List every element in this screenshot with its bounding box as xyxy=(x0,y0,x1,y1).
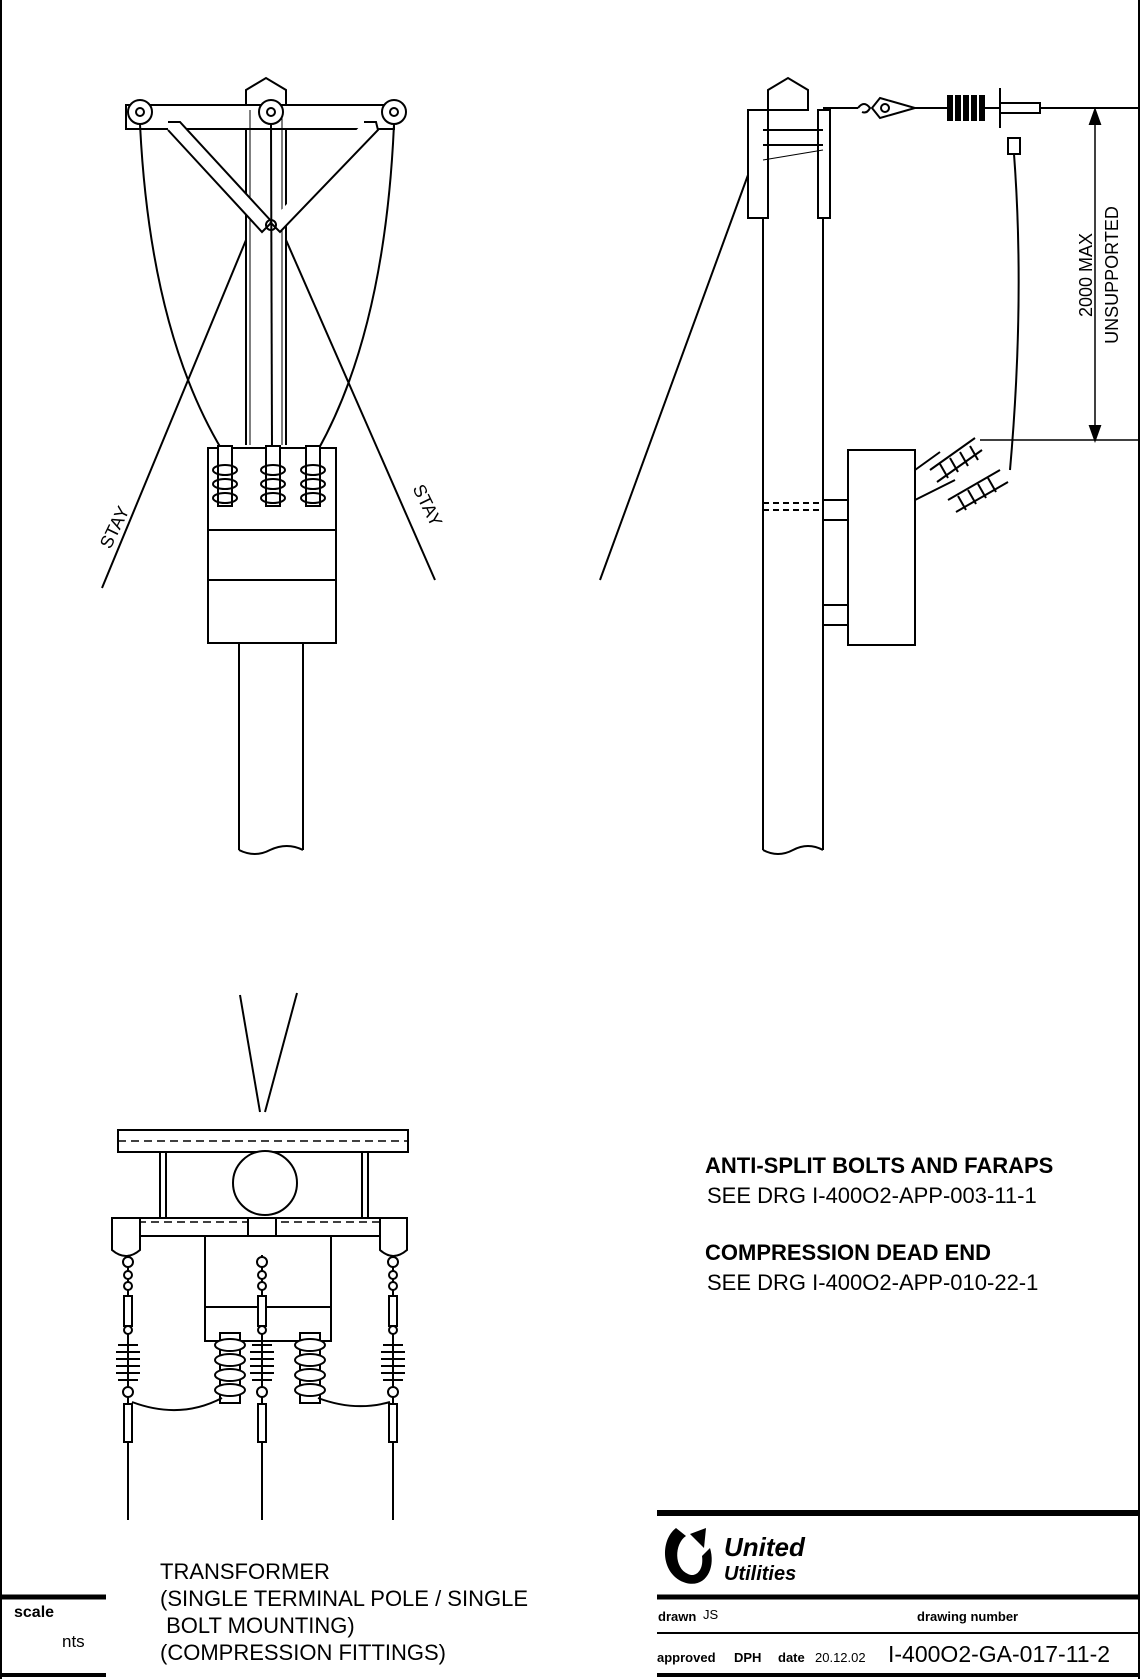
logo-word-utilities: Utilities xyxy=(724,1563,796,1585)
drawing-number-label: drawing number xyxy=(917,1609,1019,1624)
drawn-value: JS xyxy=(703,1607,719,1622)
dimension-value-label: 2000 MAX xyxy=(1076,233,1096,317)
drawn-label: drawn xyxy=(658,1609,697,1624)
note-1-heading: ANTI-SPLIT BOLTS AND FARAPS xyxy=(705,1153,1054,1178)
note-1-reference: SEE DRG I-400O2-APP-003-11-1 xyxy=(707,1183,1037,1208)
drawing-title-line-1: TRANSFORMER xyxy=(160,1559,330,1584)
approved-value: DPH xyxy=(734,1650,762,1665)
note-2-reference: SEE DRG I-400O2-APP-010-22-1 xyxy=(707,1270,1039,1295)
front-elevation-view xyxy=(101,76,436,855)
approved-label: approved xyxy=(657,1650,716,1665)
date-label: date xyxy=(778,1650,805,1665)
united-utilities-logo-icon: United Utilities xyxy=(665,1528,806,1585)
note-2-heading: COMPRESSION DEAD END xyxy=(705,1240,992,1265)
drawing-number-value: I-400O2-GA-017-11-2 xyxy=(888,1641,1111,1667)
date-value: 20.12.02 xyxy=(815,1650,866,1665)
side-elevation-view xyxy=(599,76,1139,855)
dimension-desc-label: UNSUPPORTED xyxy=(1102,206,1122,344)
stay-label-right: STAY xyxy=(409,481,446,530)
drawing-title-line-2: (SINGLE TERMINAL POLE / SINGLE xyxy=(160,1586,528,1611)
scale-label: scale xyxy=(14,1604,55,1621)
logo-word-united: United xyxy=(724,1532,806,1562)
drawing-title-line-4: (COMPRESSION FITTINGS) xyxy=(160,1640,446,1665)
drawing-title-line-3: BOLT MOUNTING) xyxy=(160,1613,355,1638)
plan-view xyxy=(111,992,409,1520)
title-block-frame xyxy=(0,1510,1139,1677)
scale-value: nts xyxy=(62,1632,85,1651)
